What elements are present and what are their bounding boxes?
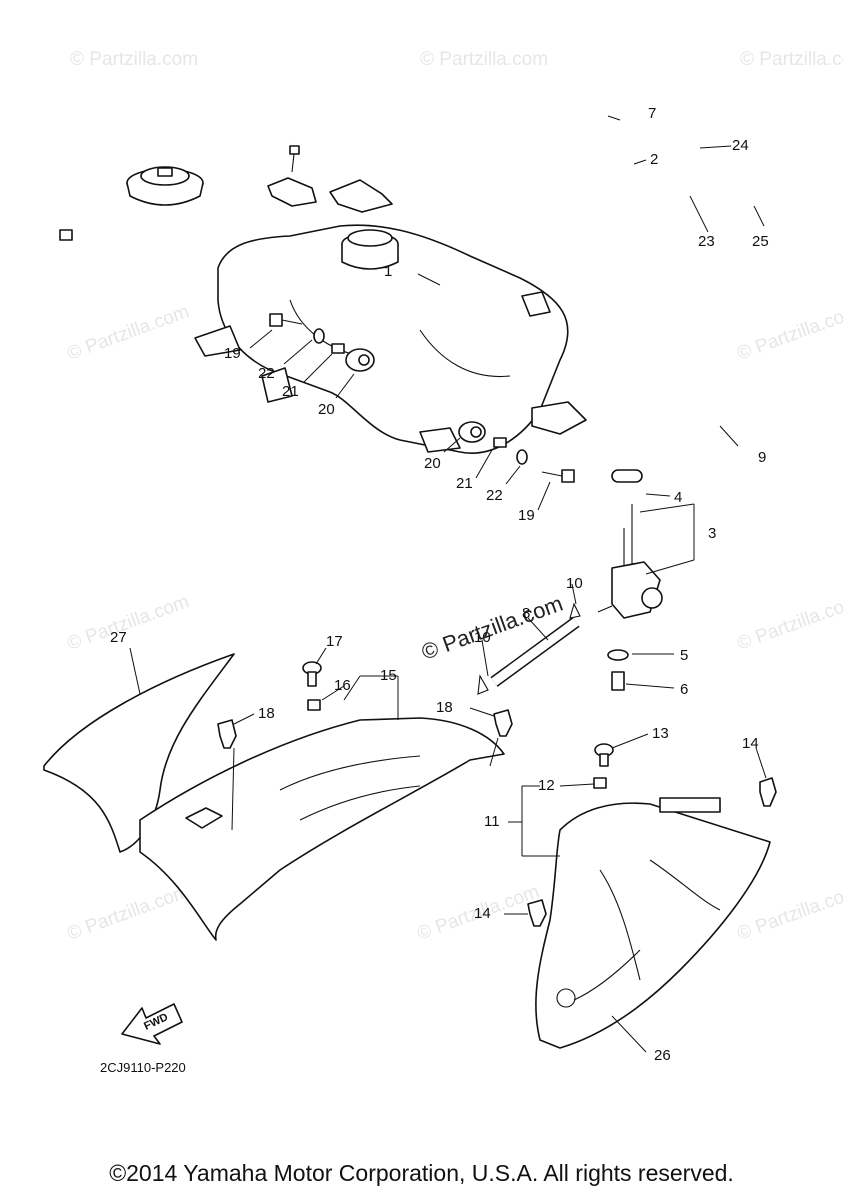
- part-9-cover-tab[interactable]: [531, 401, 587, 435]
- part-20-grommet-left[interactable]: [345, 348, 375, 372]
- part-27-decal[interactable]: [43, 653, 235, 853]
- callout-16[interactable]: 16: [334, 677, 351, 694]
- part-21-collar-left[interactable]: [331, 343, 345, 354]
- part-15-side-cover[interactable]: [139, 717, 505, 941]
- copyright-footer: ©2014 Yamaha Motor Corporation, U.S.A. A…: [109, 1160, 734, 1186]
- part-11-side-cover[interactable]: [535, 797, 771, 1049]
- callout-22-right[interactable]: 22: [486, 487, 503, 504]
- part-19-bolt-left[interactable]: [269, 313, 303, 327]
- part-23-bracket[interactable]: [267, 177, 317, 207]
- callout-8[interactable]: 8: [522, 605, 530, 622]
- part-13-screw[interactable]: [594, 743, 614, 767]
- callout-21-right[interactable]: 21: [456, 475, 473, 492]
- callout-labels: 1 2 3 4 5 6 7 8 9 10 10 11 12 13 14 14 1…: [110, 105, 769, 1064]
- part-3-fuel-cock[interactable]: [597, 504, 663, 619]
- diagram-code: 2CJ9110-P220: [100, 1060, 186, 1075]
- callout-19-right[interactable]: 19: [518, 507, 535, 524]
- watermark: © Partzilla.com: [735, 591, 843, 655]
- watermark: © Partzilla.com: [65, 301, 192, 365]
- watermark: © Partzilla.com: [65, 881, 192, 945]
- part-21-collar-right[interactable]: [493, 437, 507, 448]
- part-1-fuel-tank[interactable]: [194, 224, 569, 454]
- part-16-collar[interactable]: [307, 699, 321, 711]
- part-22-washer-left[interactable]: [313, 328, 325, 344]
- watermark: © Partzilla.com: [735, 301, 843, 365]
- part-18-fastener-right[interactable]: [493, 709, 513, 737]
- part-6-bolt[interactable]: [611, 671, 625, 691]
- part-24-bolt[interactable]: [289, 145, 300, 173]
- callout-20-right[interactable]: 20: [424, 455, 441, 472]
- watermark: © Partzilla.com: [420, 49, 548, 70]
- part-12-collar[interactable]: [593, 777, 607, 789]
- callout-21-left[interactable]: 21: [282, 383, 299, 400]
- callout-12[interactable]: 12: [538, 777, 555, 794]
- callout-24[interactable]: 24: [732, 137, 749, 154]
- part-5-washer[interactable]: [607, 649, 629, 661]
- part-14-fastener-right[interactable]: [759, 777, 777, 807]
- callout-20-left[interactable]: 20: [318, 401, 335, 418]
- callout-1[interactable]: 1: [384, 263, 392, 280]
- callout-27[interactable]: 27: [110, 629, 127, 646]
- part-2-fuel-cap[interactable]: [126, 166, 204, 206]
- callout-14-left[interactable]: 14: [474, 905, 491, 922]
- callout-9[interactable]: 9: [758, 449, 766, 466]
- callout-11[interactable]: 11: [484, 813, 500, 830]
- callout-10-upper[interactable]: 10: [566, 575, 583, 592]
- callout-18-right[interactable]: 18: [436, 699, 453, 716]
- part-19-bolt-right[interactable]: [541, 469, 575, 483]
- watermark: © Partzilla.com: [735, 881, 843, 945]
- callout-23[interactable]: 23: [698, 233, 715, 250]
- watermark: © Partzilla.com: [65, 591, 192, 655]
- part-25-band[interactable]: [329, 179, 393, 213]
- watermark: © Partzilla.com: [740, 49, 843, 70]
- part-10-clip-lower[interactable]: [477, 674, 489, 695]
- part-26-decal[interactable]: [573, 949, 641, 1001]
- callout-14-right[interactable]: 14: [742, 735, 759, 752]
- part-17-screw[interactable]: [302, 661, 322, 687]
- part-8-fuel-hose[interactable]: [490, 617, 580, 687]
- callout-18-left[interactable]: 18: [258, 705, 275, 722]
- callout-26[interactable]: 26: [654, 1047, 671, 1064]
- callout-7[interactable]: 7: [648, 105, 656, 122]
- forward-arrow-icon: FWD: [121, 1003, 183, 1045]
- callout-19-left[interactable]: 19: [224, 345, 241, 362]
- callout-13[interactable]: 13: [652, 725, 669, 742]
- part-18-fastener-left[interactable]: [217, 719, 237, 749]
- part-22-washer-right[interactable]: [516, 449, 528, 465]
- callout-5[interactable]: 5: [680, 647, 688, 664]
- part-4-gasket[interactable]: [611, 469, 643, 483]
- callout-6[interactable]: 6: [680, 681, 688, 698]
- callout-4[interactable]: 4: [674, 489, 682, 506]
- leader-lines: [129, 115, 767, 1053]
- callout-3[interactable]: 3: [708, 525, 716, 542]
- part-7-vent-hose[interactable]: [59, 92, 293, 241]
- watermark: © Partzilla.com: [70, 49, 198, 70]
- callout-22-left[interactable]: 22: [258, 365, 275, 382]
- part-10-clip-upper[interactable]: [569, 602, 581, 619]
- callout-2[interactable]: 2: [650, 151, 658, 168]
- part-14-fastener-left[interactable]: [527, 899, 547, 927]
- callout-15[interactable]: 15: [380, 667, 397, 684]
- callout-17[interactable]: 17: [326, 633, 343, 650]
- center-watermark: © Partzilla.com: [418, 591, 566, 665]
- callout-10[interactable]: 10: [474, 629, 491, 646]
- callout-25[interactable]: 25: [752, 233, 769, 250]
- exploded-parts-diagram: © Partzilla.com © Partzilla.com © Partzi…: [43, 49, 843, 1075]
- part-20-grommet-right[interactable]: [458, 421, 486, 443]
